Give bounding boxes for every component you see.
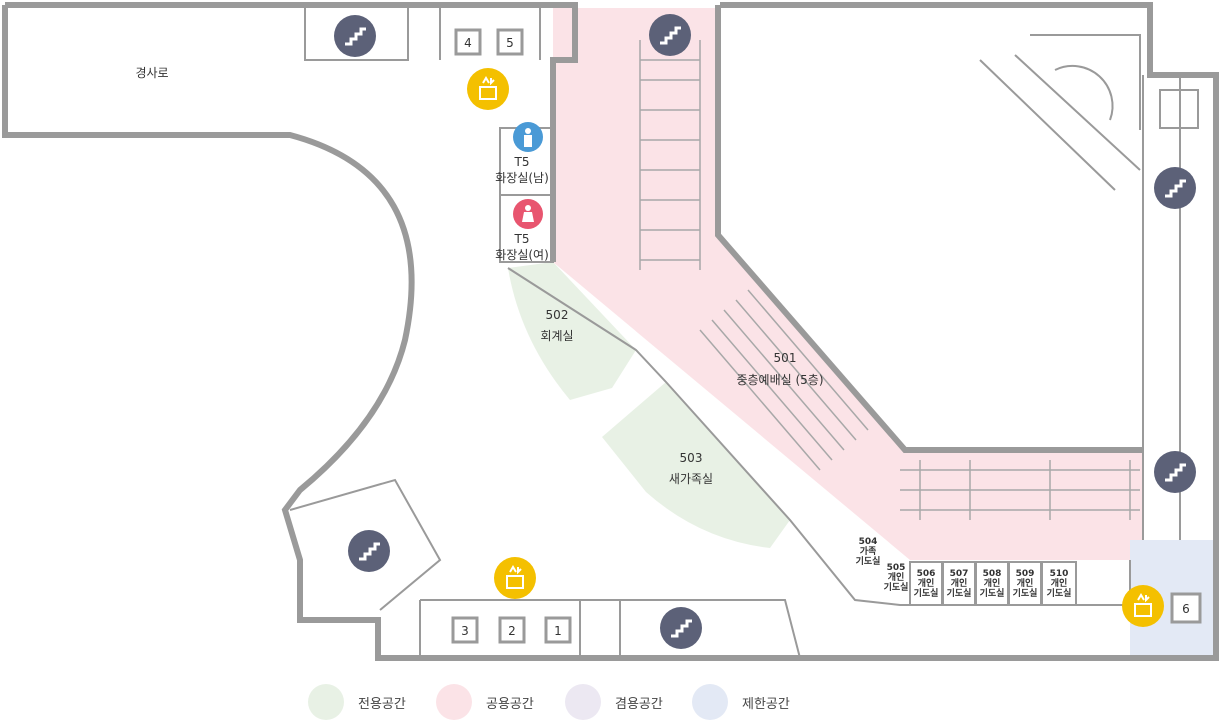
outer-wall-top-left <box>2 2 1219 661</box>
legend-label-shared: 겸용공간 <box>615 696 663 712</box>
stairs-icon[interactable] <box>660 607 702 649</box>
room-507-line2: 기도실 <box>947 587 972 599</box>
room-505-line1: 개인 <box>888 571 905 583</box>
room-505-line2: 기도실 <box>884 581 909 593</box>
elevator-icon[interactable] <box>494 557 536 599</box>
room-502-area <box>508 262 636 400</box>
legend-swatch-restricted <box>692 684 728 720</box>
stairs-icon[interactable] <box>1154 167 1196 209</box>
room-504-line2: 기도실 <box>856 555 881 567</box>
svg-text:6: 6 <box>1182 602 1190 616</box>
room-502-name: 회계실 <box>540 329 573 343</box>
legend-swatch-private <box>308 684 344 720</box>
room-508-line1: 개인 <box>984 577 1001 589</box>
stairs-icon[interactable] <box>334 15 376 57</box>
room-506-line2: 기도실 <box>914 587 939 599</box>
svg-text:5: 5 <box>506 36 514 50</box>
prayer-rooms <box>909 561 1077 606</box>
svg-text:2: 2 <box>508 624 516 638</box>
elevator-shaft-1: 1 <box>544 616 572 644</box>
diagonal-panel-3 <box>1030 34 1141 130</box>
elevator-shaft-5: 5 <box>496 28 524 56</box>
room-509-number: 509 <box>1016 569 1035 579</box>
elevator-shaft-3: 3 <box>451 616 479 644</box>
legend-item-restricted: 제한공간 <box>692 684 790 720</box>
svg-text:4: 4 <box>464 36 472 50</box>
room-506-number: 506 <box>917 569 936 579</box>
room-506-line1: 개인 <box>918 577 935 589</box>
elevator-icon[interactable] <box>467 68 509 110</box>
partition-rooms-mid <box>507 267 1131 606</box>
stairs-icon[interactable] <box>348 530 390 572</box>
room-503-number: 503 <box>680 451 703 465</box>
diagonal-panel-1 <box>979 59 1116 191</box>
elevator-shaft-4: 4 <box>454 28 482 56</box>
room-510-line1: 개인 <box>1051 577 1068 589</box>
svg-text:3: 3 <box>461 624 469 638</box>
stairs-icon[interactable] <box>1154 451 1196 493</box>
legend-item-private: 전용공간 <box>308 684 406 720</box>
hall-stairs-lower <box>900 460 1140 520</box>
legend-swatch-shared <box>565 684 601 720</box>
elevator-shaft-2: 2 <box>498 616 526 644</box>
room-501-name: 중층예배실 (5층) <box>736 373 823 387</box>
room-507-line1: 개인 <box>951 577 968 589</box>
room-510-line2: 기도실 <box>1047 587 1072 599</box>
restroom-men-code: T5 <box>514 155 530 169</box>
room-510-number: 510 <box>1050 569 1069 579</box>
room-504-number: 504 <box>859 537 878 547</box>
room-504-line1: 가족 <box>860 545 877 557</box>
shaft-upper-right <box>1159 89 1199 129</box>
room-501-number: 501 <box>774 351 797 365</box>
women-restroom-icon <box>513 199 543 229</box>
arc-upper-right <box>1054 64 1114 121</box>
elevator-shaft-6: 6 <box>1170 592 1202 624</box>
legend-swatch-public <box>436 684 472 720</box>
hall-stairs-diagonal <box>699 289 869 471</box>
legend-item-public: 공용공간 <box>436 684 534 720</box>
legend-label-private: 전용공간 <box>358 696 406 712</box>
room-503-area <box>602 382 790 548</box>
room-505-number: 505 <box>887 563 906 573</box>
stairs-icon[interactable] <box>649 14 691 56</box>
partition-upper-shafts <box>304 5 541 61</box>
restroom-men-name: 화장실(남) <box>495 171 549 185</box>
room-502-number: 502 <box>546 308 569 322</box>
room-507-number: 507 <box>950 569 969 579</box>
partition-lower-shafts <box>419 599 801 659</box>
restroom-women-code: T5 <box>514 232 530 246</box>
room-508-line2: 기도실 <box>980 587 1005 599</box>
room-509-line2: 기도실 <box>1013 587 1038 599</box>
men-restroom-icon <box>513 122 543 152</box>
hall-stairs-upper <box>639 40 701 270</box>
legend-label-public: 공용공간 <box>486 696 534 712</box>
elevator-icon[interactable] <box>1122 585 1164 627</box>
svg-text:1: 1 <box>554 624 562 638</box>
room-508-number: 508 <box>983 569 1002 579</box>
corridor-label: 경사로 <box>135 66 168 80</box>
partition-lower-left-stair <box>289 478 442 611</box>
legend-item-shared: 겸용공간 <box>565 684 663 720</box>
map-legend: 전용공간 공용공간 겸용공간 제한공간 <box>0 680 1222 724</box>
room-509-line1: 개인 <box>1017 577 1034 589</box>
room-503-name: 새가족실 <box>669 472 713 486</box>
diagonal-panel-2 <box>1014 54 1141 171</box>
legend-label-restricted: 제한공간 <box>742 696 790 712</box>
restroom-women-name: 화장실(여) <box>495 248 549 262</box>
wall-right-upper <box>715 5 1143 453</box>
